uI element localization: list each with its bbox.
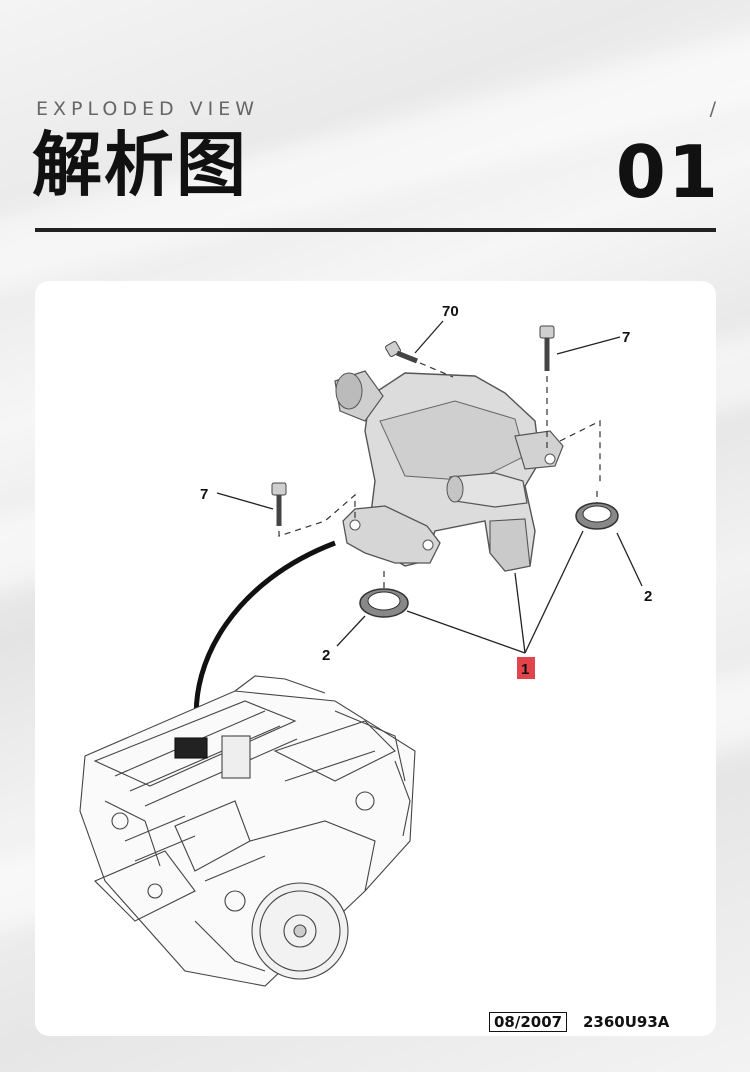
callout-part-main: 1 — [521, 661, 529, 678]
connection-arc — [193, 540, 336, 727]
callout-bolt-right: 7 — [622, 329, 630, 346]
callout-seal-left: 2 — [322, 647, 330, 664]
callout-bolt-top: 70 — [442, 303, 459, 320]
engine-block — [79, 675, 416, 987]
header-divider — [35, 228, 716, 232]
callout-bolt-left: 7 — [200, 486, 208, 503]
bolt-left — [271, 482, 287, 526]
bolt-right — [539, 325, 555, 371]
diagram-date-code: 08/2007 — [489, 1012, 568, 1032]
header-subtitle: EXPLODED VIEW — [36, 98, 260, 120]
page-number: 01 — [615, 130, 720, 214]
assembly-lines — [278, 362, 601, 537]
leader-lines — [216, 320, 643, 654]
diagram-ref-code: 2360U93A — [583, 1013, 670, 1031]
bolt-top — [385, 341, 418, 364]
seal-right — [575, 502, 619, 530]
seal-dashes — [383, 491, 598, 589]
diagram-panel: 70 7 7 2 2 1 08/2007 2360U93A — [35, 281, 716, 1036]
thermostat-housing — [334, 370, 564, 572]
callout-part-main-highlight — [517, 657, 535, 679]
header-slash: / — [709, 98, 716, 120]
page-title: 解析图 — [32, 124, 248, 206]
callout-seal-right: 2 — [644, 588, 652, 605]
seal-left — [359, 588, 409, 618]
exploded-view-diagram: 70 7 7 2 2 1 — [79, 303, 652, 987]
